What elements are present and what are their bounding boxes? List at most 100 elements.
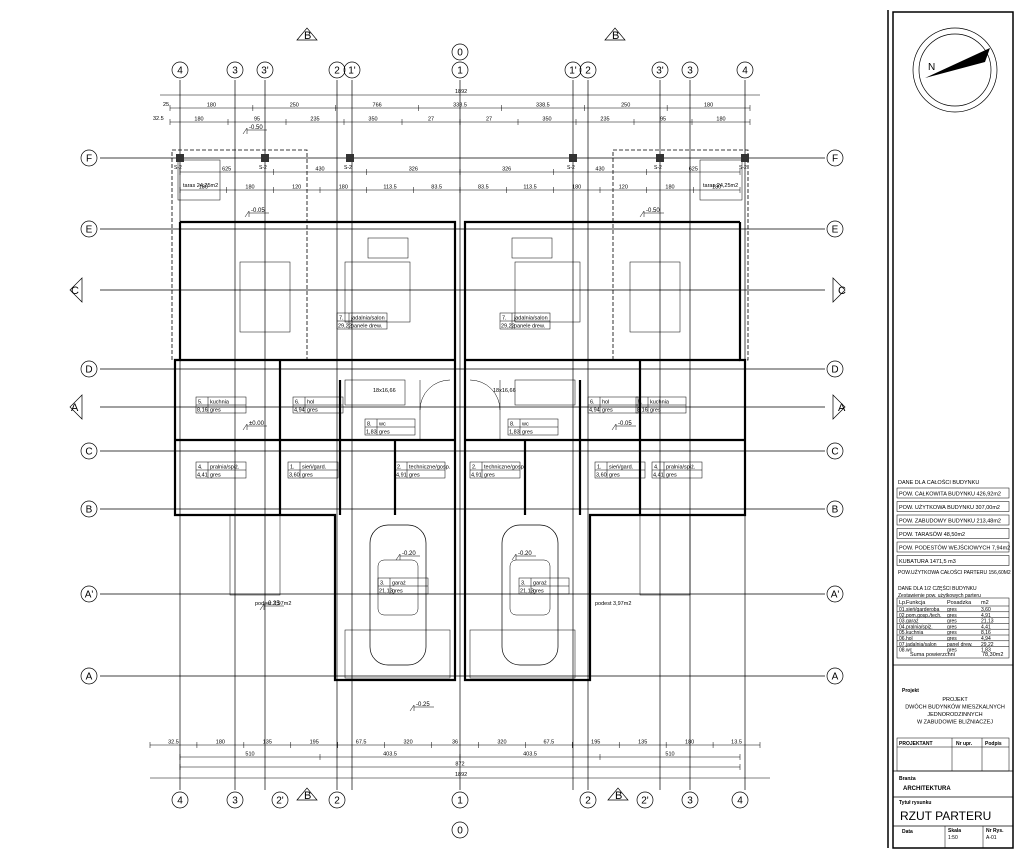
building-data-value: KUBATURA 1471,5 m3 — [899, 559, 956, 565]
level-value: -0.05 — [251, 208, 265, 214]
room-name: techniczne/gosp. — [409, 465, 451, 471]
dim-total-top: 1892 — [455, 89, 467, 95]
dim-top-2-value: 180 — [194, 117, 203, 123]
level-value: -0.25 — [416, 702, 430, 708]
column-marker — [261, 154, 269, 162]
grid-top-bubble — [256, 61, 274, 79]
grid-side-label: C — [85, 447, 92, 458]
dim-top-2-value: 95 — [660, 117, 666, 123]
grid-top-bubble — [171, 61, 189, 79]
building-data-value: POW. TARASÓW 48,50m2 — [899, 531, 965, 538]
dim-bottom-1-value: 180 — [685, 740, 694, 746]
building-data-value: POW. UŻYTKOWA BUDYNKU 307,00m2 — [899, 504, 1000, 511]
building-data-value: POW. ZABUDOWY BUDYNKU 213,48m2 — [899, 519, 1001, 525]
project-name: JEDNORODZINNYCH — [927, 712, 982, 718]
dim-bottom-1-value: 195 — [310, 740, 319, 746]
area-total-label: Suma powierzchni — [910, 652, 955, 658]
room-number: 8. — [367, 422, 372, 428]
drawing-title-label: Tytuł rysunku — [899, 800, 931, 806]
dim-top-2-value: 350 — [542, 117, 551, 123]
room-number: 2. — [472, 465, 477, 471]
project-name: PROJEKT — [942, 697, 968, 703]
room-number: 3. — [380, 581, 385, 587]
room-number: 6. — [295, 400, 300, 406]
dim-top-2-value: 235 — [310, 117, 319, 123]
grid-top-label: 3' — [261, 66, 269, 77]
building-data-value: POW. PODESTÓW WEJŚCIOWYCH 7,94m2 — [899, 544, 1010, 552]
grid-side-bubble — [826, 585, 844, 603]
drawing-title: RZUT PARTERU — [900, 809, 991, 823]
dim-top-1-value: 766 — [373, 103, 382, 109]
license-label: Nr upr. — [956, 741, 973, 747]
room-number: 4. — [654, 465, 659, 471]
room-area: 21,13 — [379, 589, 393, 595]
column-label: S-2 — [259, 165, 267, 171]
furniture — [177, 159, 743, 440]
dim-top-4-value: 180 — [339, 185, 348, 191]
room-floor: panele drew. — [351, 324, 383, 330]
level-value: -0.20 — [518, 551, 532, 557]
column-marker — [741, 154, 749, 162]
dim-top-4-value: 83.5 — [478, 185, 489, 191]
level-value: -0.50 — [249, 125, 263, 131]
room-number: 7. — [502, 316, 507, 322]
dim-bottom-1-value: 135 — [638, 740, 647, 746]
grid-top-bubble — [651, 61, 669, 79]
north-label: N — [928, 62, 935, 73]
car-windows — [377, 559, 419, 616]
area-table-cell: 21,13 — [981, 619, 994, 625]
area-table-cell: gres — [947, 624, 957, 630]
dim-total-bottom: 1892 — [455, 772, 467, 778]
room-area: 4,94 — [589, 408, 600, 414]
room-number: 1. — [597, 465, 602, 471]
column-label: S-2 — [174, 165, 182, 171]
grid-side-bubble — [826, 667, 844, 685]
room-floor: gres — [210, 473, 221, 479]
grid-bottom-label: 2' — [641, 796, 649, 807]
terrace-label: taras 24,25m2 — [703, 183, 738, 189]
section-label: A — [71, 402, 79, 414]
section-arrow — [832, 277, 846, 303]
room-floor: gres — [484, 473, 495, 479]
designer-label: PROJEKTANT — [899, 741, 933, 747]
building-data-value: POW. CAŁKOWITA BUDYNKU 426,92m2 — [899, 492, 1001, 498]
area-table-cell: gres — [947, 619, 957, 625]
garage-cars — [369, 524, 559, 666]
dim-bottom-1-value: 32.5 — [168, 740, 179, 746]
column-label: S-2 — [654, 165, 662, 171]
area-table-cell: gres — [947, 630, 957, 636]
room-name: pralnia/spiż. — [666, 465, 696, 471]
building-data-row — [896, 541, 1010, 553]
area-table-cell: 01. — [899, 607, 906, 613]
area-table-cell: 4,94 — [981, 636, 991, 642]
level-marker — [611, 423, 636, 431]
grid-top-label: 1' — [569, 66, 577, 77]
dim-bottom-2-value: 403.5 — [523, 752, 537, 758]
dim-bottom-2-value: 510 — [665, 752, 674, 758]
grid-side-bubble — [826, 360, 844, 378]
grid-side-bubble — [826, 442, 844, 460]
date-label: Data — [902, 829, 913, 835]
grid-top-center-bubble — [451, 61, 469, 79]
area-table-header: m2 — [981, 600, 989, 606]
grid-side-bubble — [80, 585, 98, 603]
grid-side-label: A' — [831, 590, 840, 601]
area-table-cell: wc — [906, 648, 913, 654]
grid-side-label: E — [832, 225, 839, 236]
grid-bottom-label: 4 — [737, 796, 743, 807]
room-number: 1. — [290, 465, 295, 471]
level-value: -0.20 — [402, 551, 416, 557]
room-floor: gres — [609, 473, 620, 479]
area-table-cell: 07. — [899, 642, 906, 648]
grid-side-label: A — [86, 672, 93, 683]
room-area: 21,13 — [520, 589, 534, 595]
grid-top-bubble — [579, 61, 597, 79]
grid-top-bubble — [328, 61, 346, 79]
branch-value: ARCHITEKTURA — [903, 786, 951, 792]
room-area: 8,16 — [197, 408, 208, 414]
dim-top-1-value: 180 — [704, 103, 713, 109]
level-marker — [242, 423, 267, 431]
room-area: 1,83 — [509, 430, 520, 436]
dim-top-2-value: 350 — [368, 117, 377, 123]
